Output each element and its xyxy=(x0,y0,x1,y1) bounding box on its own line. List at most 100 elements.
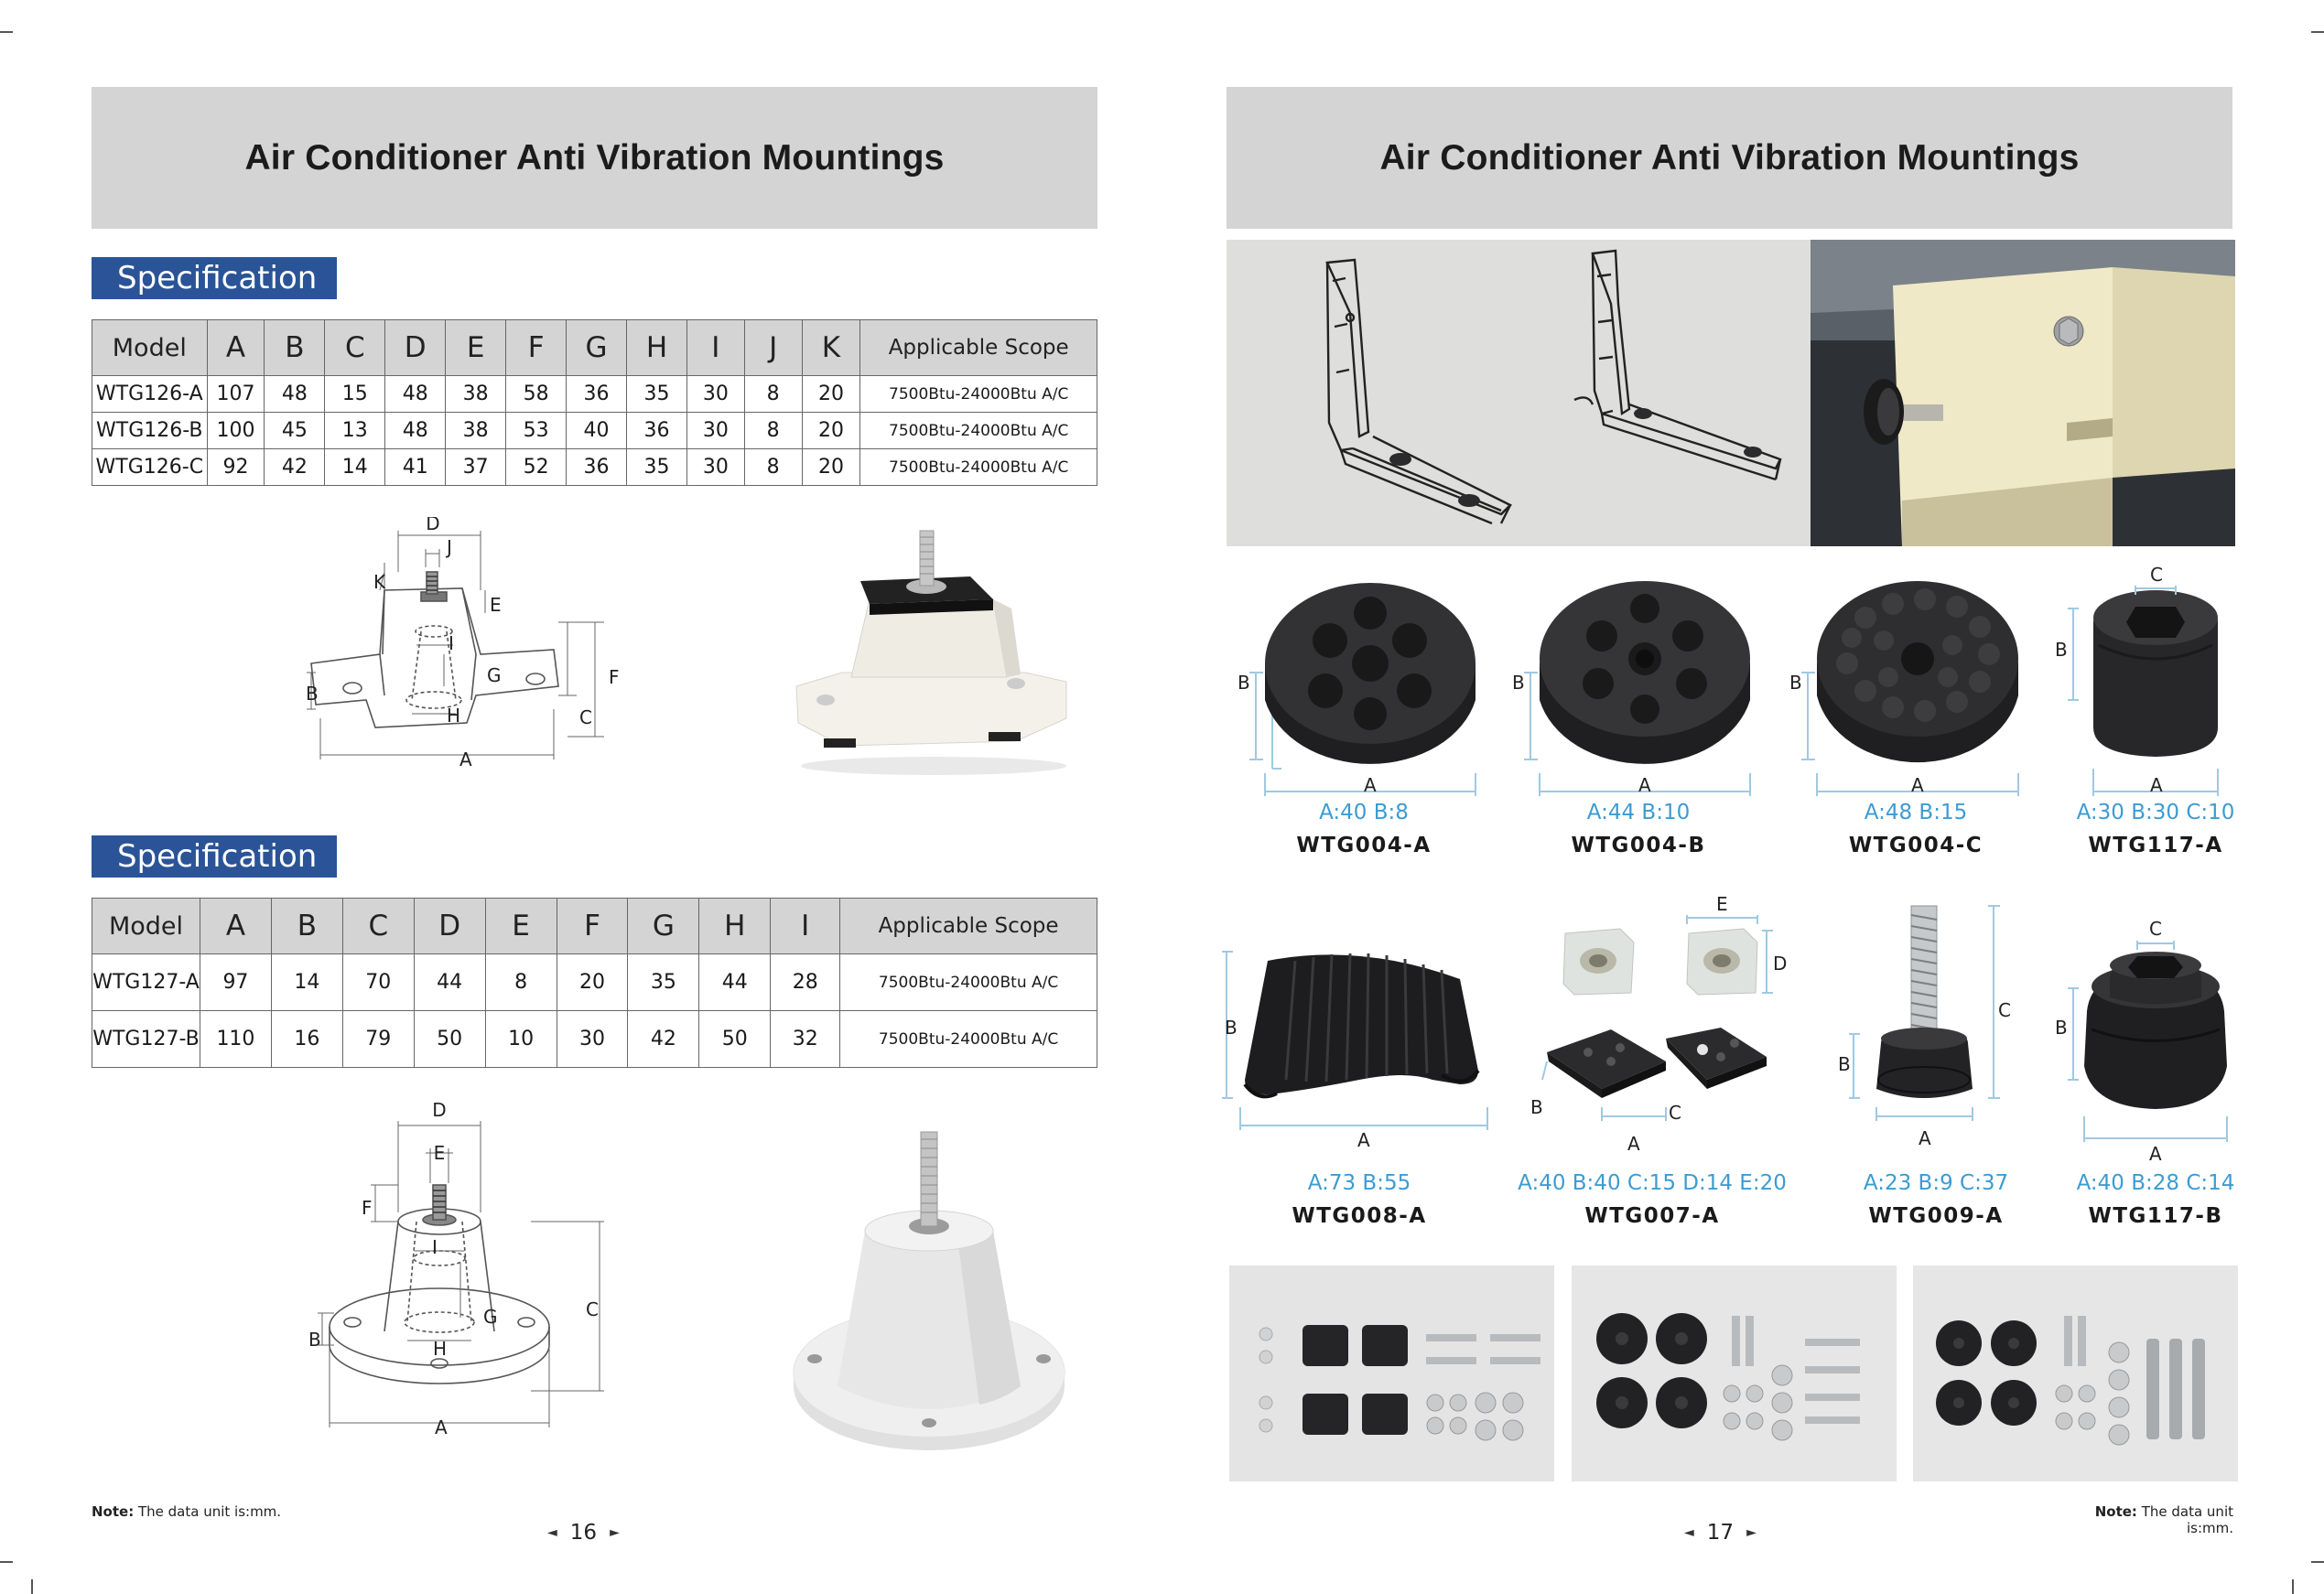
next-page-arrow-icon[interactable]: ► xyxy=(1746,1525,1757,1540)
wtg004-a-image: B A xyxy=(1238,583,1476,796)
table-cell: 70 xyxy=(341,953,415,1011)
table-cell: 30 xyxy=(556,1010,629,1068)
wtg117-a-image: B A C xyxy=(2055,564,2219,796)
product-dimensions: A:23 B:9 C:37 xyxy=(1863,1171,2009,1195)
table-cell: 38 xyxy=(445,412,507,449)
table-cell: 79 xyxy=(341,1010,415,1068)
dim-label-b: B xyxy=(1530,1096,1543,1118)
wtg126-technical-drawing: D J K E I G F B H C A xyxy=(306,517,620,770)
unit-note: Note: The data unit is:mm. xyxy=(2050,1503,2233,1536)
table-cell: 20 xyxy=(801,412,861,449)
kit-photo-wtg007 xyxy=(1229,1266,1554,1481)
col-header: A xyxy=(199,898,272,954)
table-cell: 38 xyxy=(445,375,507,413)
prev-page-arrow-icon[interactable]: ◄ xyxy=(547,1525,557,1540)
table-cell: 110 xyxy=(199,1010,272,1068)
table-cell: 107 xyxy=(206,375,265,413)
table-cell: 41 xyxy=(384,448,447,486)
table-cell: 50 xyxy=(698,1010,772,1068)
dim-label-b: B xyxy=(1512,672,1525,694)
wtg007-a-image: E D B C A xyxy=(1530,893,1787,1155)
product-wtg008-a: B A A:73 B:55 WTG008-A xyxy=(1222,924,1497,1231)
product-code: WTG008-A xyxy=(1292,1204,1427,1228)
dim-label-b: B xyxy=(1225,1017,1238,1039)
crop-mark xyxy=(31,1579,33,1594)
table-cell: 30 xyxy=(686,375,745,413)
product-code: WTG004-C xyxy=(1848,834,1984,857)
table-row: WTG126-C 92 42 14 41 37 52 36 35 30 8 20… xyxy=(92,448,1097,486)
table-cell: 20 xyxy=(556,953,629,1011)
table-cell: 7500Btu-24000Btu A/C xyxy=(839,953,1097,1011)
col-header: C xyxy=(324,319,386,376)
table-cell: 14 xyxy=(270,953,343,1011)
dim-label-b: B xyxy=(306,683,319,705)
dim-label-d: D xyxy=(432,1103,446,1121)
dim-label-d: D xyxy=(1773,953,1787,975)
dim-label-c: C xyxy=(586,1298,599,1320)
col-header: Applicable Scope xyxy=(859,319,1097,376)
product-wtg007-a: E D B C A A:40 B:40 C:15 D:14 E:20 WTG00… xyxy=(1510,892,1794,1231)
product-code: WTG009-A xyxy=(1868,1204,2004,1228)
product-dimensions: A:30 B:30 C:10 xyxy=(2076,801,2235,824)
unit-note: Note: The data unit is:mm. xyxy=(92,1503,281,1520)
wtg004-b-image: B A xyxy=(1512,581,1751,796)
page-number: 16 xyxy=(569,1521,598,1545)
dim-label-c: C xyxy=(2150,564,2163,586)
table-cell: WTG126-B xyxy=(92,412,208,449)
col-header: Model xyxy=(92,319,208,376)
crop-mark xyxy=(0,1561,13,1563)
table-cell: 20 xyxy=(801,375,861,413)
table-cell: 36 xyxy=(566,448,628,486)
dim-label-f: F xyxy=(362,1197,373,1219)
col-header: G xyxy=(566,319,628,376)
dim-label-a: A xyxy=(2150,774,2163,796)
note-label: Note: xyxy=(2094,1503,2137,1520)
wtg004-c-image: B A xyxy=(1789,581,2019,796)
table-cell: WTG127-B xyxy=(92,1010,200,1068)
product-code: WTG004-B xyxy=(1571,834,1706,857)
next-page-arrow-icon[interactable]: ► xyxy=(610,1525,620,1540)
table-cell: 40 xyxy=(566,412,628,449)
col-header: Applicable Scope xyxy=(839,898,1097,954)
col-header: F xyxy=(505,319,567,376)
table-cell: 37 xyxy=(445,448,507,486)
kit-photo-wtg004-b xyxy=(1913,1266,2238,1481)
product-wtg004-b: B A A:44 B:10 WTG004-B xyxy=(1510,563,1767,865)
table-cell: 15 xyxy=(324,375,386,413)
dim-label-a: A xyxy=(1911,774,1924,796)
table-cell: 8 xyxy=(743,448,803,486)
note-label: Note: xyxy=(92,1503,135,1520)
product-dimensions: A:44 B:10 xyxy=(1586,801,1691,824)
table-cell: 42 xyxy=(627,1010,700,1068)
table-cell: 8 xyxy=(484,953,557,1011)
dim-label-h: H xyxy=(447,705,460,727)
col-header: D xyxy=(413,898,486,954)
dim-label-c: C xyxy=(2149,918,2162,940)
col-header: G xyxy=(627,898,700,954)
table-cell: 35 xyxy=(626,448,687,486)
spec-table-wtg127: Model A B C D E F G H I Applicable Scope… xyxy=(92,898,1097,1068)
table-cell: 7500Btu-24000Btu A/C xyxy=(839,1010,1097,1068)
product-wtg004-c: B A A:48 B:15 WTG004-C xyxy=(1788,563,2044,865)
product-wtg117-a: B A C A:30 B:30 C:10 WTG117-A xyxy=(2046,563,2265,865)
right-page: Air Conditioner Anti Vibration Mountings xyxy=(1162,0,2324,1594)
specification-label: Specification xyxy=(92,257,337,299)
table-cell: 44 xyxy=(413,953,486,1011)
col-header: I xyxy=(770,898,841,954)
table-cell: 35 xyxy=(626,375,687,413)
page-title: Air Conditioner Anti Vibration Mountings xyxy=(244,137,945,178)
col-header: B xyxy=(264,319,326,376)
product-code: WTG004-A xyxy=(1296,834,1432,857)
table-cell: 48 xyxy=(384,412,447,449)
col-header: I xyxy=(686,319,745,376)
col-header: E xyxy=(484,898,557,954)
table-cell: 7500Btu-24000Btu A/C xyxy=(859,375,1097,413)
dim-label-e: E xyxy=(490,594,502,616)
table-cell: WTG126-C xyxy=(92,448,208,486)
table-cell: 35 xyxy=(627,953,700,1011)
prev-page-arrow-icon[interactable]: ◄ xyxy=(1684,1525,1694,1540)
table-row: WTG126-A 107 48 15 48 38 58 36 35 30 8 2… xyxy=(92,375,1097,413)
page-title: Air Conditioner Anti Vibration Mountings xyxy=(1379,137,2080,178)
table-cell: 36 xyxy=(626,412,687,449)
wtg126-product-photo xyxy=(795,530,1067,775)
